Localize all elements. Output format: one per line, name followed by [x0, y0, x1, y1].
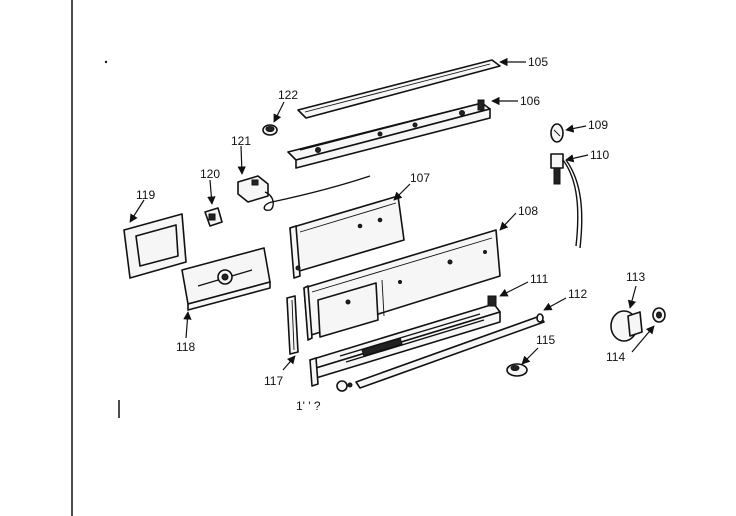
label-106: 106	[520, 94, 540, 108]
part-115-knob-insert	[506, 363, 528, 377]
label-110: 110	[590, 148, 609, 162]
part-107-back-panel	[289, 195, 405, 279]
part-121-switch-with-wire	[237, 175, 371, 212]
part-118-control-plate	[181, 247, 271, 311]
part-106-upper-channel	[287, 99, 491, 169]
part-117-side-trim	[286, 295, 299, 355]
leader-118	[183, 311, 192, 339]
leader-111	[499, 281, 529, 297]
label-107: 107	[410, 171, 430, 185]
leader-107	[393, 183, 411, 201]
label-118: 118	[176, 340, 195, 354]
part-109-lamp-bulb	[550, 123, 564, 143]
label-105: 105	[528, 55, 548, 69]
leader-121	[237, 145, 246, 175]
leader-120	[207, 179, 216, 205]
part-111-lower-channel	[309, 295, 501, 387]
label-112: 112	[568, 287, 587, 301]
leader-113	[627, 285, 637, 309]
leader-109	[565, 124, 587, 133]
part-110-lamp-socket	[550, 153, 583, 249]
leader-112	[543, 297, 567, 311]
label-119: 119	[136, 188, 155, 202]
label-115: 115	[536, 333, 555, 347]
label-111: 111	[530, 272, 549, 286]
part-120-clip-bracket	[204, 207, 223, 227]
leader-110	[565, 154, 589, 163]
label-122: 122	[278, 88, 298, 102]
label-120: 120	[200, 167, 220, 181]
label-114: 114	[606, 350, 625, 364]
part-122-knob	[262, 124, 278, 136]
part-112-rod	[355, 313, 545, 389]
part-114-knob-cap	[652, 307, 666, 323]
label-113: 113	[626, 270, 645, 284]
label-117: 117	[264, 374, 283, 388]
leader-108	[499, 212, 517, 231]
leader-119	[129, 199, 145, 223]
scan-speck	[104, 60, 108, 64]
part-113-knob-body	[610, 310, 643, 342]
leader-lines	[129, 57, 655, 371]
leader-122	[273, 101, 285, 123]
label-116: 1' ' ?	[296, 399, 321, 413]
part-108-control-panel	[303, 229, 501, 341]
label-121: 121	[231, 134, 251, 148]
part-116-clip	[336, 380, 353, 392]
label-109: 109	[588, 118, 608, 132]
leader-114	[631, 325, 655, 353]
leader-115	[521, 347, 539, 365]
part-119-frame-plate	[123, 213, 187, 279]
label-108: 108	[518, 204, 538, 218]
leader-117	[282, 355, 296, 371]
